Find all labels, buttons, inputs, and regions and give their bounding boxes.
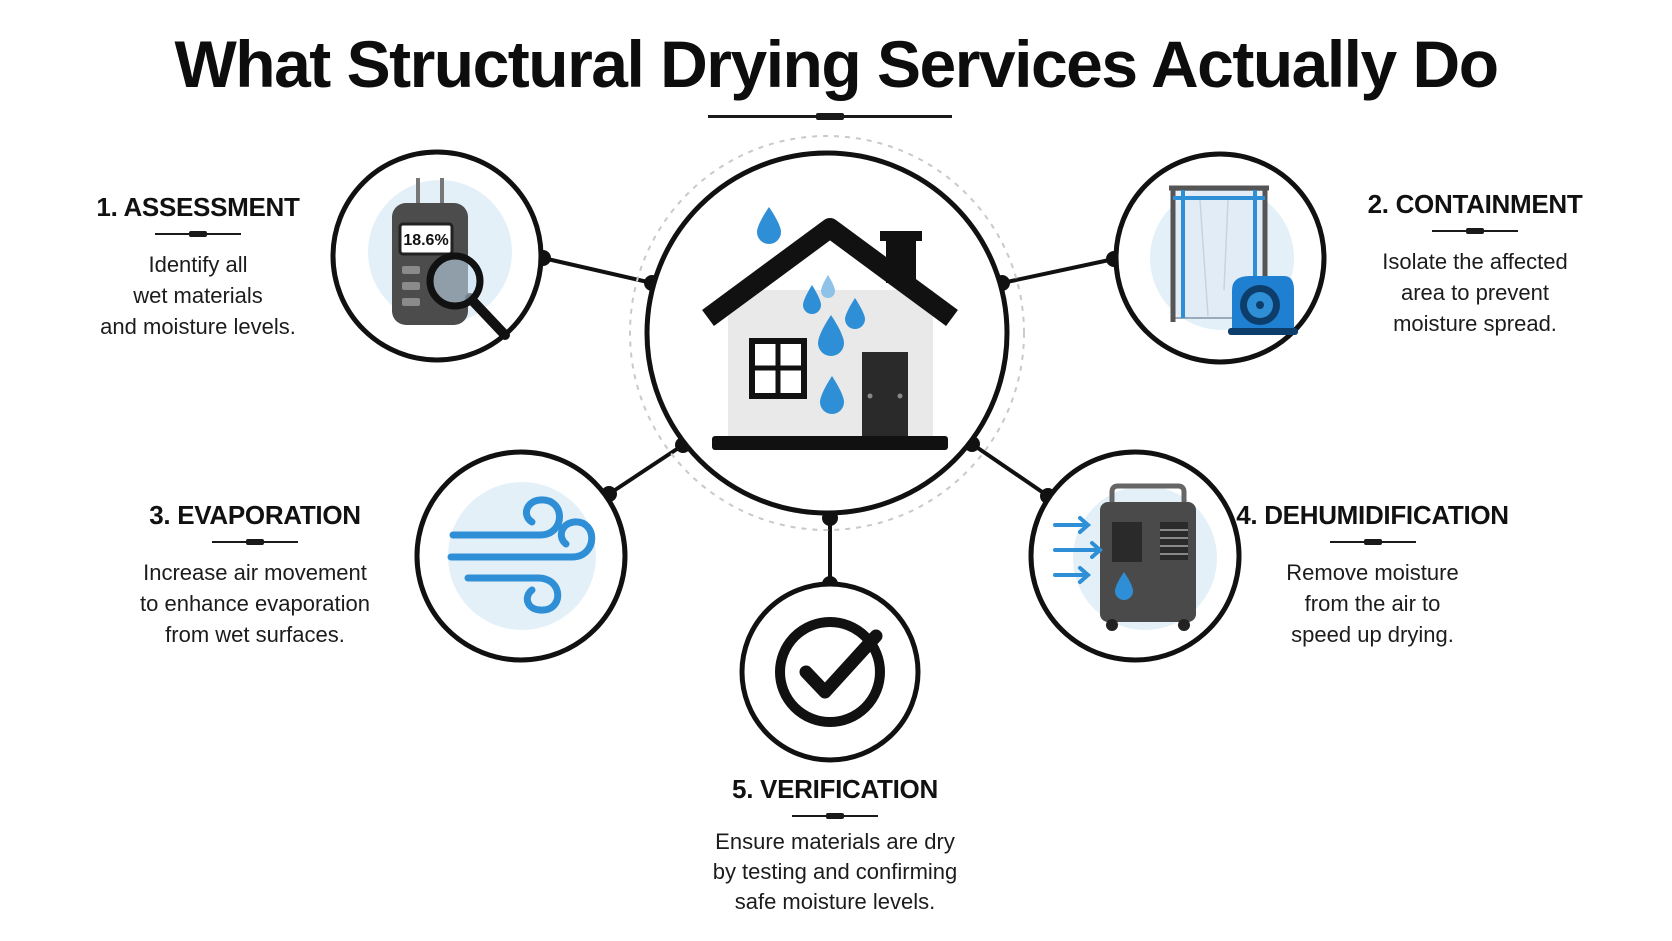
connector-dehumidification <box>970 442 1050 498</box>
step-title: 3. EVAPORATION <box>149 500 361 530</box>
airflow-arrows-icon <box>1053 516 1104 584</box>
step-divider <box>212 539 298 545</box>
step-1-icon-circle: 18.6% <box>330 149 544 363</box>
step-divider <box>1432 228 1518 234</box>
step-3-icon-circle <box>414 449 628 663</box>
magnifier-icon <box>426 252 510 340</box>
step-1-label: 1. ASSESSMENT Identify all wet materials… <box>83 192 313 342</box>
page-title: What Structural Drying Services Actually… <box>174 27 1499 101</box>
step-divider <box>792 813 878 819</box>
step-2-label: 2. CONTAINMENT Isolate the affected area… <box>1340 189 1610 339</box>
step-3-label: 3. EVAPORATION Increase air movement to … <box>115 500 395 650</box>
connector-containment <box>1001 257 1115 285</box>
step-description: Isolate the affected area to prevent moi… <box>1382 249 1568 336</box>
title-underline <box>708 113 952 120</box>
step-4-label: 4. DEHUMIDIFICATION Remove moisture from… <box>1230 500 1515 650</box>
connector-assessment <box>542 256 653 285</box>
step-5-icon-circle <box>739 581 921 763</box>
step-title: 4. DEHUMIDIFICATION <box>1236 500 1509 530</box>
step-description: Identify all wet materials and moisture … <box>100 252 296 339</box>
connector-evaporation <box>607 443 685 496</box>
air-mover-fan-icon <box>1228 276 1298 335</box>
air-movement-icon <box>447 496 596 614</box>
step-divider <box>155 231 241 237</box>
meter-reading: 18.6% <box>403 232 448 249</box>
checkmark-icon <box>775 617 885 727</box>
center-hub <box>629 135 1025 531</box>
wet-house-icon <box>702 207 958 450</box>
step-4-icon-circle <box>1028 449 1242 663</box>
step-description: Ensure materials are dry by testing and … <box>712 829 958 914</box>
step-2-icon-circle <box>1113 151 1327 365</box>
step-5-label: 5. VERIFICATION Ensure materials are dry… <box>685 774 985 917</box>
step-description: Remove moisture from the air to speed up… <box>1286 560 1459 647</box>
dehumidifier-icon <box>1100 483 1196 631</box>
step-title: 2. CONTAINMENT <box>1367 189 1583 219</box>
step-description: Increase air movement to enhance evapora… <box>140 560 370 647</box>
step-divider <box>1329 539 1416 545</box>
step-title: 1. ASSESSMENT <box>96 192 300 222</box>
step-title: 5. VERIFICATION <box>732 774 938 804</box>
